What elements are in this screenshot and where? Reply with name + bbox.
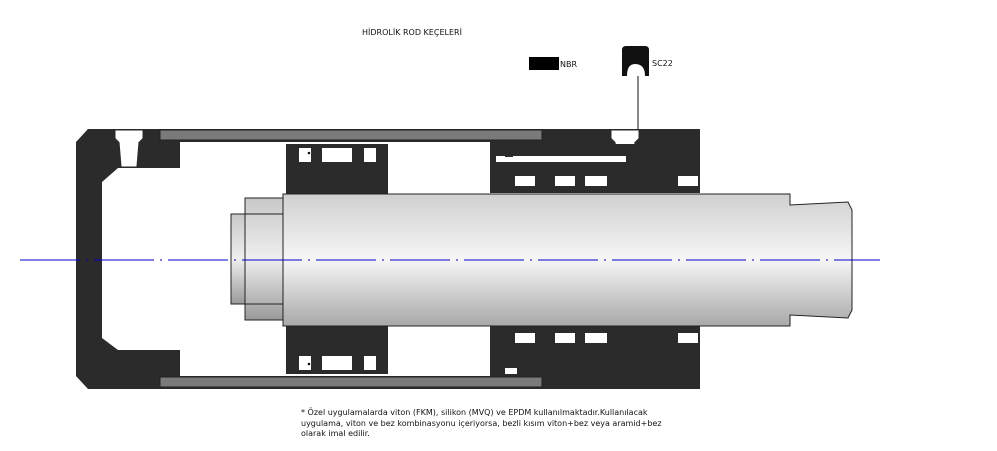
piston-seal-bottom [286, 312, 388, 374]
rod-gland-bottom [490, 326, 700, 376]
barrel-tube-top [159, 129, 543, 141]
material-note-line-3: olarak imal edilir. [301, 429, 370, 438]
port-left [115, 130, 143, 167]
rod-gland-top [490, 144, 700, 193]
sc22-legend-label: SC22 [652, 59, 673, 68]
nbr-legend-label: NBR [560, 60, 577, 69]
end-cap-port-cavity [102, 168, 180, 350]
material-note-line-1: * Özel uygulamalarda viton (FKM), siliko… [301, 408, 648, 417]
nbr-legend-swatch [529, 57, 559, 70]
sc22-legend-swatch [622, 46, 649, 76]
material-note-line-2: uygulama, viton ve bez kombinasyonu içer… [301, 418, 662, 428]
piston-nut [230, 197, 284, 321]
diagram-title: HİDROLİK ROD KEÇELERİ [362, 27, 462, 37]
barrel-tube-bottom [159, 376, 543, 388]
material-note: * Özel uygulamalarda viton (FKM), siliko… [301, 408, 701, 440]
